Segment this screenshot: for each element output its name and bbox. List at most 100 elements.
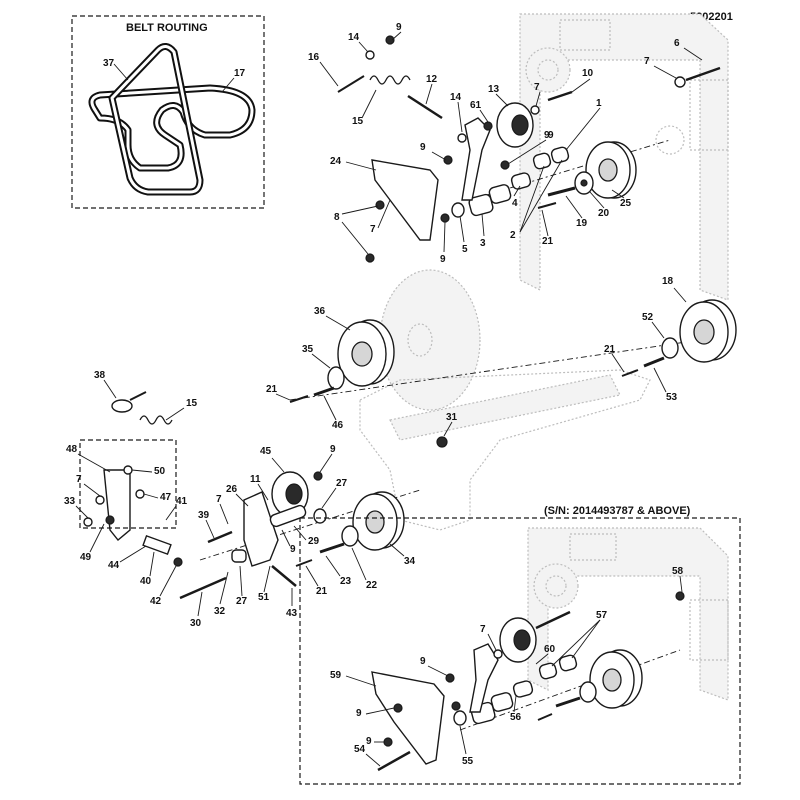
callout-53: 53: [666, 392, 678, 403]
callout-12: 12: [426, 74, 438, 85]
callout-22: 22: [366, 580, 378, 591]
callout-36: 36: [314, 306, 326, 317]
top-assembly: 9 14 16 6 7 10 12 14 13 7 61 1 9 15 9 24…: [308, 13, 729, 301]
belt-routing-border: [71, 15, 265, 209]
callout-47: 47: [160, 492, 172, 503]
callout-40: 40: [140, 576, 152, 587]
pulley-34: [352, 491, 405, 551]
callout-7-top-left: 7: [370, 224, 376, 235]
callout-41: 41: [176, 496, 188, 507]
callout-56: 56: [510, 712, 522, 723]
callout-48: 48: [66, 444, 78, 455]
detail-box: [79, 439, 177, 529]
belt-routing-diagram: [88, 43, 256, 196]
callout-58: 58: [672, 566, 684, 577]
callout-32: 32: [214, 606, 226, 617]
callout-3: 3: [480, 238, 486, 249]
callout-4: 4: [512, 198, 518, 209]
callout-55: 55: [462, 756, 474, 767]
callout-9: 9: [396, 22, 402, 33]
belt-routing-box: BELT ROUTING 37 17: [71, 15, 265, 209]
callout-59: 59: [330, 670, 342, 681]
idler-arm-26: [243, 491, 279, 567]
callout-1: 1: [596, 98, 602, 109]
mower-frame: [359, 369, 651, 531]
callout-43: 43: [286, 608, 298, 619]
callout-17: 17: [234, 68, 246, 79]
clip-38: [111, 399, 133, 413]
callout-9-top-b: 9: [544, 130, 550, 141]
callout-9-mid: 9: [330, 444, 336, 455]
spring-15: [369, 75, 411, 85]
callout-44: 44: [108, 560, 120, 571]
callout-50: 50: [154, 466, 166, 477]
callout-10: 10: [582, 68, 594, 79]
callout-30: 30: [190, 618, 202, 629]
callout-9-mid-b: 9: [290, 544, 296, 555]
callout-52: 52: [642, 312, 654, 323]
drive-shaft: [389, 374, 621, 441]
callout-21-mid-right: 21: [604, 344, 616, 355]
callout-24: 24: [330, 156, 342, 167]
callout-7-top: 7: [534, 82, 540, 93]
engine-frame: [519, 13, 729, 301]
inset-title: (S/N: 2014493787 & ABOVE): [544, 505, 691, 517]
callout-34: 34: [404, 556, 416, 567]
callout-13: 13: [488, 84, 500, 95]
callout-51: 51: [258, 592, 270, 603]
callout-9-inset-a: 9: [420, 656, 426, 667]
callout-9-top-e: 9: [548, 130, 554, 141]
callout-7-mid: 7: [216, 494, 222, 505]
callout-7-top-right: 7: [644, 56, 650, 67]
middle-assembly: 18 52 36 35 21 21 46 53 38 15 31 48 9 45…: [64, 269, 737, 629]
belt-routing-title: BELT ROUTING: [126, 22, 208, 34]
callout-15-mid: 15: [186, 398, 198, 409]
callout-37: 37: [103, 58, 115, 69]
pulley-36: [337, 319, 395, 387]
callout-29: 29: [308, 536, 320, 547]
callout-7-mid-left: 7: [76, 474, 82, 485]
belt-shield: [371, 159, 439, 241]
callout-19: 19: [576, 218, 588, 229]
callout-27-top: 27: [336, 478, 348, 489]
callout-35: 35: [302, 344, 314, 355]
callout-7-inset: 7: [480, 624, 486, 635]
callout-31: 31: [446, 412, 458, 423]
idler-arm: [461, 117, 491, 201]
spring-15-mid: [139, 415, 173, 425]
callout-2: 2: [510, 230, 516, 241]
callout-26: 26: [226, 484, 238, 495]
callout-11: 11: [250, 474, 261, 485]
callout-42: 42: [150, 596, 162, 607]
callout-9-inset-b: 9: [356, 708, 362, 719]
callout-25: 25: [620, 198, 632, 209]
callout-6: 6: [674, 38, 680, 49]
callout-45: 45: [260, 446, 272, 457]
hub-35: [327, 366, 345, 390]
callout-46: 46: [332, 420, 344, 431]
callout-9-inset-c: 9: [366, 736, 372, 747]
callout-14-b: 14: [450, 92, 462, 103]
callout-9-top-d: 9: [440, 254, 446, 265]
callout-61: 61: [470, 100, 482, 111]
callout-49: 49: [80, 552, 92, 563]
callout-54: 54: [354, 744, 366, 755]
callout-33: 33: [64, 496, 76, 507]
callout-5: 5: [462, 244, 468, 255]
pulley-18: [679, 299, 737, 363]
callout-14: 14: [348, 32, 360, 43]
serial-inset: (S/N: 2014493787 & ABOVE): [299, 505, 741, 785]
callout-57: 57: [596, 610, 608, 621]
flywheel: [379, 269, 481, 411]
bracket-48: [103, 469, 131, 541]
callout-39: 39: [198, 510, 210, 521]
callout-15-top: 15: [352, 116, 364, 127]
callout-38: 38: [94, 370, 106, 381]
callout-21-mid-left: 21: [266, 384, 278, 395]
callout-16: 16: [308, 52, 320, 63]
callout-18: 18: [662, 276, 674, 287]
callout-60: 60: [544, 644, 556, 655]
callout-21-mid-bottom: 21: [316, 586, 328, 597]
pulley-25: [585, 141, 637, 199]
